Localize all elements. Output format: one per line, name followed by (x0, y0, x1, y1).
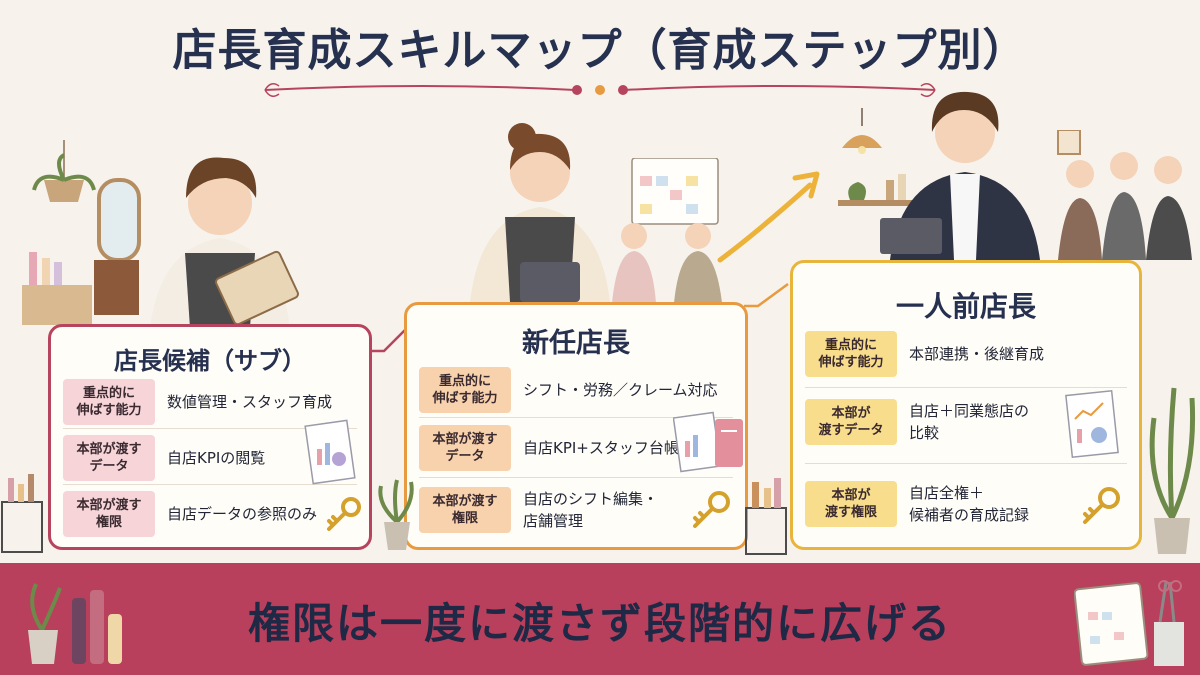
product-trolley-illustration (1, 474, 43, 553)
growth-arrow-icon (717, 171, 820, 263)
permission-row: 本部が渡す 権限 自店のシフト編集・ 店舗管理 (419, 487, 733, 533)
step-card-candidate: 店長候補（サブ） 重点的に 伸ばす能力 数値管理・スタッフ育成 本部が渡す デー… (48, 324, 372, 550)
title-divider (264, 83, 936, 97)
dot-red (618, 85, 628, 95)
data-row: 本部が渡す データ 自店KPI+スタッフ台帳 (419, 425, 733, 471)
ability-row: 重点的に 伸ばす能力 シフト・労務／クレーム対応 (419, 367, 733, 413)
step-card-full-manager: 一人前店長 重点的に 伸ばす能力 本部連携・後継育成 本部が 渡すデータ 自店＋… (790, 260, 1142, 550)
product-trolley-illustration (745, 478, 787, 555)
permission-value: 自店データの参照のみ (167, 505, 318, 523)
footer-banner (0, 563, 1200, 675)
potted-plant-icon (378, 479, 414, 550)
row-divider (63, 484, 357, 485)
data-row: 本部が渡す データ 自店KPIの閲覧 (63, 435, 357, 481)
dot-red (572, 85, 582, 95)
dot-orange (595, 85, 605, 95)
meeting-illustration (612, 158, 722, 303)
permission-row: 本部が渡す 権限 自店データの参照のみ (63, 491, 357, 537)
data-label: 本部が 渡すデータ (805, 399, 897, 445)
report-document-icon (1065, 389, 1119, 459)
key-icon (1083, 487, 1120, 524)
permission-label: 本部が 渡す権限 (805, 481, 897, 527)
ability-label: 重点的に 伸ばす能力 (63, 379, 155, 425)
new-manager-person-illustration (470, 123, 610, 302)
page-title: 店長育成スキルマップ（育成ステップ別） (172, 25, 1028, 76)
permission-value: 自店全権＋ 候補者の育成記録 (909, 484, 1030, 524)
staff-group-illustration (1057, 130, 1192, 260)
report-document-icon (304, 419, 356, 485)
row-divider (63, 428, 357, 429)
potted-plant-icon (1149, 387, 1196, 554)
permission-value: 自店のシフト編集・ 店舗管理 (523, 490, 659, 530)
step-title: 店長候補（サブ） (114, 347, 306, 375)
row-divider (419, 417, 733, 418)
ability-label: 重点的に 伸ばす能力 (419, 367, 511, 413)
ability-value: シフト・労務／クレーム対応 (523, 381, 718, 399)
report-notebook-icon (673, 411, 743, 473)
permission-label: 本部が渡す 権限 (419, 487, 511, 533)
ability-row: 重点的に 伸ばす能力 本部連携・後継育成 (805, 331, 1127, 377)
data-label: 本部が渡す データ (419, 425, 511, 471)
cosmetics-illustration (28, 583, 122, 664)
full-manager-person-illustration (880, 91, 1040, 260)
data-value: 自店KPI+スタッフ台帳 (523, 439, 679, 457)
ability-row: 重点的に 伸ばす能力 数値管理・スタッフ育成 (63, 379, 357, 425)
data-label: 本部が渡す データ (63, 435, 155, 481)
ability-value: 数値管理・スタッフ育成 (167, 393, 333, 411)
salon-scenery-illustration (22, 140, 141, 325)
row-divider (805, 463, 1127, 464)
step-title: 新任店長 (522, 328, 630, 359)
key-icon (327, 497, 361, 531)
key-icon (693, 491, 730, 528)
lamp-shelf-illustration (838, 108, 918, 206)
ability-label: 重点的に 伸ばす能力 (805, 331, 897, 377)
footer-message: 権限は一度に渡さず段階的に広げる (247, 599, 952, 648)
data-value: 自店KPIの閲覧 (167, 449, 266, 467)
data-value: 自店＋同業態店の 比較 (909, 402, 1030, 442)
step-title: 一人前店長 (895, 290, 1036, 323)
ability-value: 本部連携・後継育成 (909, 345, 1045, 363)
calendar-scissors-illustration (1074, 580, 1184, 666)
connector-line (744, 282, 789, 308)
data-row: 本部が 渡すデータ 自店＋同業態店の 比較 (805, 399, 1127, 445)
permission-row: 本部が 渡す権限 自店全権＋ 候補者の育成記録 (805, 481, 1127, 527)
candidate-person-illustration (150, 157, 299, 328)
row-divider (419, 477, 733, 478)
permission-label: 本部が渡す 権限 (63, 491, 155, 537)
row-divider (805, 387, 1127, 388)
connector-line (370, 328, 407, 353)
step-card-new-manager: 新任店長 重点的に 伸ばす能力 シフト・労務／クレーム対応 本部が渡す データ … (404, 302, 748, 550)
